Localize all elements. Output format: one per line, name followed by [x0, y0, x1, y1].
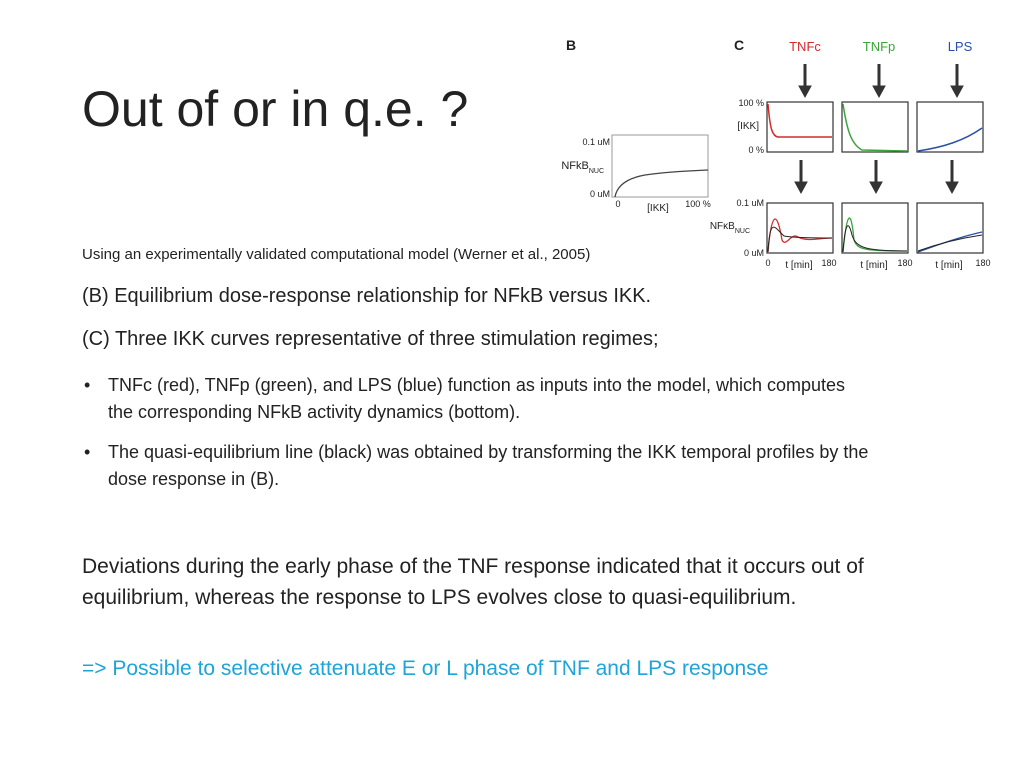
- panel-b-y-bottom: 0 uM: [590, 189, 610, 199]
- panel-b-plot-frame: [611, 134, 709, 198]
- bullet-text: TNFc (red), TNFp (green), and LPS (blue)…: [108, 375, 845, 422]
- ikk-axis-bottom: 0 %: [748, 145, 764, 155]
- nfkb-plot-lps-frame: [916, 202, 984, 254]
- panel-b-x-label: [IKK]: [647, 203, 669, 214]
- source-note: Using an experimentally validated comput…: [82, 246, 591, 263]
- panel-b-y-top: 0.1 uM: [582, 137, 610, 147]
- bullet-item: • TNFc (red), TNFp (green), and LPS (blu…: [82, 372, 872, 426]
- slide-title: Out of or in q.e. ?: [82, 81, 469, 137]
- panel-b-x-right: 100 %: [685, 199, 711, 209]
- nfkb-qe-line-lps: [917, 234, 983, 252]
- panel-b-label: B: [566, 37, 576, 53]
- nfkb-qe-line-tnfc: [767, 226, 833, 253]
- x-end-tnfp: 180: [897, 258, 912, 268]
- callout-line: => Possible to selective attenuate E or …: [82, 657, 769, 680]
- panel-b-x-left: 0: [615, 199, 620, 209]
- panel-b-y-label: NFkBNUC: [561, 160, 604, 175]
- x-end-tnfc: 180: [821, 258, 836, 268]
- nfkb-curve-tnfc: [767, 218, 833, 253]
- line-c-description: (C) Three IKK curves representative of t…: [82, 328, 659, 350]
- bullet-glyph: •: [84, 442, 91, 462]
- header-tnfc: TNFc: [789, 39, 821, 54]
- conclusion-paragraph: Deviations during the early phase of the…: [82, 555, 864, 609]
- arrow-down-icon: [945, 160, 959, 195]
- x-end-lps: 180: [975, 258, 990, 268]
- panel-c-label: C: [734, 37, 744, 53]
- x-start-tnfc: 0: [765, 258, 770, 268]
- arrow-down-icon: [794, 160, 808, 195]
- nfkb-qe-line-tnfp: [842, 225, 908, 253]
- header-tnfp: TNFp: [863, 39, 896, 54]
- nfkb-curve-lps: [917, 231, 983, 253]
- ikk-curve-tnfc: [767, 103, 832, 138]
- x-label-lps: t [min]: [935, 260, 962, 271]
- bullet-list: • TNFc (red), TNFp (green), and LPS (blu…: [82, 372, 872, 506]
- figure-b-dose-response: B 0.1 uM NFkBNUC 0 uM 0 [IKK] 100 %: [561, 37, 711, 214]
- ikk-plot-tnfc-frame: [766, 101, 834, 153]
- ikk-curve-tnfp: [842, 103, 908, 152]
- header-lps: LPS: [948, 39, 973, 54]
- nfkb-axis-bottom: 0 uM: [744, 248, 764, 258]
- bullet-item: • The quasi-equilibrium line (black) was…: [82, 439, 872, 493]
- x-label-tnfp: t [min]: [860, 260, 887, 271]
- ikk-axis-label: [IKK]: [737, 121, 759, 132]
- arrow-down-icon: [869, 160, 883, 195]
- nfkb-plot-tnfp-frame: [841, 202, 909, 254]
- bullet-glyph: •: [84, 375, 91, 395]
- arrow-down-icon: [950, 64, 964, 99]
- ikk-plot-lps-frame: [916, 101, 984, 153]
- ikk-curve-lps: [917, 127, 983, 152]
- ikk-axis-top: 100 %: [738, 98, 764, 108]
- nfkb-axis-label: NFκBNUC: [710, 221, 750, 235]
- arrow-down-icon: [798, 64, 812, 99]
- line-b-description: (B) Equilibrium dose-response relationsh…: [82, 285, 652, 307]
- arrow-down-icon: [872, 64, 886, 99]
- nfkb-plot-tnfc-frame: [766, 202, 834, 254]
- figure-c-stimulation-regimes: C TNFc TNFp LPS 100 % [IKK] 0 % 0.1 uM N…: [710, 37, 991, 271]
- bullet-text: The quasi-equilibrium line (black) was o…: [108, 442, 869, 489]
- nfkb-axis-top: 0.1 uM: [736, 198, 764, 208]
- dose-response-curve: [614, 169, 709, 198]
- ikk-plot-tnfp-frame: [841, 101, 909, 153]
- x-label-tnfc: t [min]: [785, 260, 812, 271]
- nfkb-curve-tnfp: [842, 217, 908, 253]
